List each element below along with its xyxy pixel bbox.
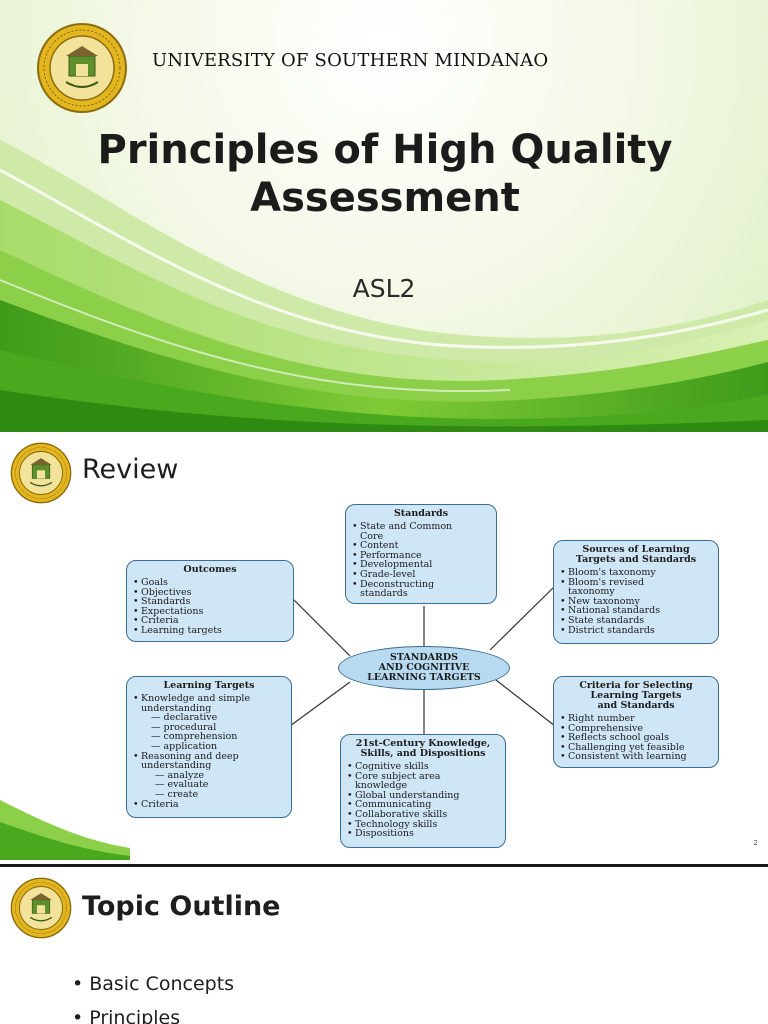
- node-outcomes: Outcomes Goals Objectives Standards Expe…: [126, 560, 294, 642]
- list-item: knowledge: [355, 780, 408, 792]
- node-21st-century: 21st-Century Knowledge, Skills, and Disp…: [340, 734, 506, 848]
- list-item: understanding: [141, 760, 212, 772]
- list-item: Criteria: [133, 799, 285, 810]
- list-item: — procedural: [151, 721, 217, 733]
- list-item: State standards: [560, 616, 712, 626]
- university-seal-logo: [10, 442, 72, 504]
- topic-list: Basic Concepts Principles: [72, 967, 234, 1024]
- list-item: Bloom's revised: [560, 577, 712, 588]
- list-item: Knowledge and simple: [133, 694, 285, 704]
- list-item: Reflects school goals: [560, 733, 712, 743]
- title-slide: UNIVERSITY OF SOUTHERN MINDANAO Principl…: [0, 0, 768, 432]
- node-title-line: and Standards: [597, 700, 675, 711]
- list-item: National standards: [560, 606, 712, 616]
- course-code: ASL2: [352, 274, 416, 303]
- university-seal-logo: [10, 877, 72, 939]
- list-item: Comprehensive: [560, 723, 712, 734]
- center-concept: STANDARDS AND COGNITIVE LEARNING TARGETS: [338, 646, 510, 690]
- review-slide: Review Standards State and Common Core C…: [0, 436, 768, 860]
- list-item: Technology skills: [347, 819, 499, 830]
- list-item: Consistent with learning: [560, 752, 712, 762]
- node-title: Outcomes: [183, 564, 237, 575]
- university-name: UNIVERSITY OF SOUTHERN MINDANAO: [152, 50, 549, 71]
- list-item: Challenging yet feasible: [560, 743, 712, 753]
- list-item: District standards: [560, 625, 712, 636]
- list-item: Criteria: [133, 616, 287, 626]
- list-item: — evaluate: [155, 779, 209, 791]
- list-item: New taxonomy: [560, 597, 712, 607]
- node-title-line: Criteria for Selecting: [579, 680, 693, 691]
- list-item: Core: [360, 530, 384, 542]
- node-sources: Sources of Learning Targets and Standard…: [553, 540, 719, 644]
- green-wave-footer: [0, 800, 130, 860]
- list-item: State and Common: [352, 522, 490, 532]
- list-item: Content: [352, 541, 490, 551]
- list-item: Communicating: [347, 800, 499, 810]
- list-item: Collaborative skills: [347, 810, 499, 820]
- presentation-title: Principles of High Quality Assessment: [40, 126, 730, 222]
- node-title-line: Skills, and Dispositions: [360, 748, 486, 759]
- list-item: Global understanding: [347, 791, 499, 801]
- list-item: Grade-level: [352, 570, 490, 580]
- list-item: understanding: [141, 702, 212, 714]
- slide-heading: Topic Outline: [82, 891, 281, 922]
- node-title: Learning Targets: [163, 680, 255, 691]
- center-line: LEARNING TARGETS: [367, 672, 481, 683]
- concept-map: Standards State and Common Core Content …: [0, 436, 768, 860]
- university-seal-logo: [36, 22, 128, 114]
- node-standards: Standards State and Common Core Content …: [345, 504, 497, 604]
- list-item: Deconstructing: [352, 579, 490, 590]
- list-item: Learning targets: [133, 626, 287, 636]
- list-item: Developmental: [352, 560, 490, 570]
- node-title: Criteria for Selecting Learning Targets …: [560, 681, 712, 711]
- list-item: Reasoning and deep: [133, 751, 285, 762]
- list-item: Basic Concepts: [72, 967, 234, 1001]
- node-learning-targets: Learning Targets Knowledge and simple un…: [126, 676, 292, 818]
- node-title-line: 21st-Century Knowledge,: [355, 738, 491, 749]
- list-item: standards: [360, 588, 408, 600]
- list-item: — comprehension: [151, 731, 238, 743]
- list-item: Principles: [72, 1001, 234, 1024]
- node-title-line: Learning Targets: [590, 690, 682, 701]
- list-item: Bloom's taxonomy: [560, 568, 712, 578]
- list-item: — application: [151, 740, 218, 752]
- node-title-line: Sources of Learning: [582, 544, 690, 555]
- topic-outline-slide: Topic Outline Basic Concepts Principles: [0, 864, 768, 1024]
- node-criteria: Criteria for Selecting Learning Targets …: [553, 676, 719, 768]
- list-item: Core subject area: [347, 771, 499, 782]
- green-wave-background: [0, 140, 768, 432]
- list-item: Cognitive skills: [347, 762, 499, 772]
- node-title: Sources of Learning Targets and Standard…: [560, 545, 712, 565]
- center-line: STANDARDS: [389, 652, 459, 663]
- list-item: — create: [155, 788, 199, 800]
- list-item: Dispositions: [347, 829, 499, 839]
- connector-lines: [289, 585, 556, 734]
- page-number: 2: [753, 839, 758, 847]
- node-title: Standards: [393, 508, 449, 519]
- list-item: — analyze: [155, 769, 204, 781]
- list-item: Performance: [352, 551, 490, 561]
- title-line-2: Assessment: [250, 175, 520, 221]
- slide-heading: Review: [82, 454, 179, 485]
- list-item: Objectives: [133, 587, 287, 598]
- list-item: Standards: [133, 597, 287, 607]
- node-title: 21st-Century Knowledge, Skills, and Disp…: [347, 739, 499, 759]
- list-item: Right number: [560, 714, 712, 724]
- title-line-1: Principles of High Quality: [97, 127, 673, 173]
- node-title-line: Targets and Standards: [575, 554, 697, 565]
- list-item: — declarative: [151, 712, 218, 724]
- list-item: Goals: [133, 578, 287, 588]
- center-line: AND COGNITIVE: [378, 662, 470, 673]
- list-item: taxonomy: [568, 586, 615, 598]
- list-item: Expectations: [133, 607, 287, 617]
